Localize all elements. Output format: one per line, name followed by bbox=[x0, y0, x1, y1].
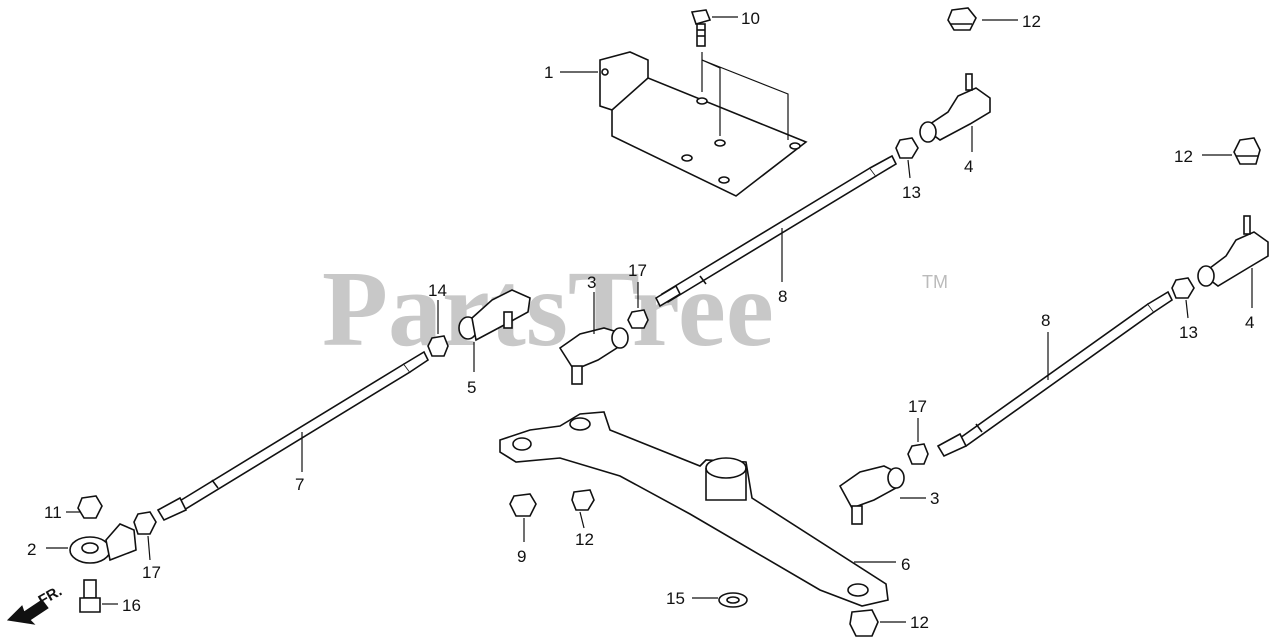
callout-12a: 12 bbox=[1022, 12, 1041, 31]
nut-13-lower bbox=[1171, 277, 1195, 299]
callout-12c: 12 bbox=[575, 530, 594, 549]
nut-17-middle bbox=[907, 443, 929, 465]
callout-17b: 17 bbox=[908, 397, 927, 416]
flange-nut-12-right bbox=[1233, 137, 1261, 165]
ball-joint-4-upper bbox=[919, 73, 991, 143]
ball-joint-5 bbox=[458, 289, 531, 342]
front-direction-arrow-icon bbox=[6, 599, 49, 625]
washer-15 bbox=[718, 592, 748, 608]
watermark-tm: TM bbox=[922, 272, 948, 292]
callout-17c: 17 bbox=[142, 563, 161, 582]
flange-nut-12-top bbox=[947, 7, 977, 31]
callout-12d: 12 bbox=[910, 613, 929, 632]
ball-joint-3-lower bbox=[838, 465, 905, 525]
tie-rod-8-upper bbox=[654, 154, 898, 308]
callout-8b: 8 bbox=[1041, 311, 1050, 330]
callout-12b: 12 bbox=[1174, 147, 1193, 166]
callout-9: 9 bbox=[517, 547, 526, 566]
bracket-plate bbox=[599, 51, 808, 197]
callout-2: 2 bbox=[27, 540, 36, 559]
callout-1: 1 bbox=[544, 63, 553, 82]
tie-rod-8-lower bbox=[936, 290, 1174, 458]
nut-13-upper bbox=[895, 137, 919, 159]
ball-joint-3-upper bbox=[558, 327, 629, 385]
callout-3b: 3 bbox=[930, 489, 939, 508]
nut-14 bbox=[427, 335, 449, 357]
nut-17-upper bbox=[627, 309, 649, 329]
callout-8a: 8 bbox=[778, 287, 787, 306]
flange-nut-9 bbox=[509, 493, 537, 517]
bolt-16 bbox=[79, 579, 101, 613]
callout-4a: 4 bbox=[964, 157, 973, 176]
callout-5: 5 bbox=[467, 378, 476, 397]
flange-nut-12-bottom-left bbox=[571, 489, 595, 511]
callout-7: 7 bbox=[295, 475, 304, 494]
ball-joint-4-lower bbox=[1197, 215, 1269, 287]
callout-10: 10 bbox=[741, 9, 760, 28]
watermark-text: PartsTree bbox=[322, 250, 774, 369]
rod-end-2 bbox=[69, 523, 137, 564]
bolt-10 bbox=[690, 9, 712, 47]
callout-13b: 13 bbox=[1179, 323, 1198, 342]
callout-15: 15 bbox=[666, 589, 685, 608]
callout-3a: 3 bbox=[587, 273, 596, 292]
callout-14: 14 bbox=[428, 281, 447, 300]
callout-4b: 4 bbox=[1245, 313, 1254, 332]
callout-13a: 13 bbox=[902, 183, 921, 202]
callout-6: 6 bbox=[901, 555, 910, 574]
flange-nut-12-bottom bbox=[849, 609, 879, 637]
flange-nut-11 bbox=[77, 495, 103, 519]
callout-11: 11 bbox=[44, 503, 62, 522]
nut-17-lower bbox=[133, 511, 157, 535]
callout-17a: 17 bbox=[628, 261, 647, 280]
steering-arm bbox=[499, 411, 889, 607]
callout-16: 16 bbox=[122, 596, 141, 615]
tie-rod-7 bbox=[156, 350, 430, 522]
